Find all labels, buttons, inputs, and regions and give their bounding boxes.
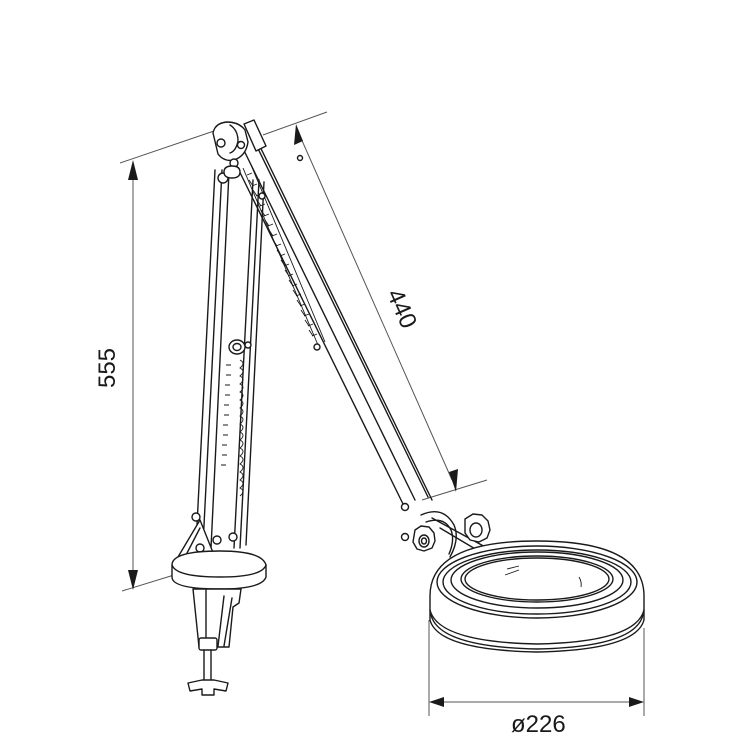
- dimension-diameter: [428, 620, 645, 716]
- dimension-label-height: 555: [94, 347, 122, 389]
- arrow-down-icon: [128, 570, 138, 590]
- arrow-right-icon: [629, 697, 644, 707]
- arrow-left-icon: [429, 697, 444, 707]
- lower-spring: [239, 359, 244, 497]
- lens-glint-icon: [504, 565, 520, 576]
- upper-arm: [223, 123, 433, 509]
- magnifier-head: [429, 540, 645, 653]
- top-hinge-joint: [212, 119, 267, 179]
- table-clamp: [187, 588, 242, 696]
- dimension-height: [119, 130, 215, 592]
- dimension-arm-length: [262, 111, 488, 501]
- dimension-label-diameter: ø226: [511, 711, 566, 738]
- arrow-up-icon: [294, 124, 303, 145]
- lower-arm: [195, 169, 266, 549]
- clamp-knob-icon[interactable]: [187, 679, 229, 696]
- arrow-down-icon: [449, 469, 458, 492]
- tilt-knob-right-icon[interactable]: [464, 513, 491, 543]
- base-mount: [171, 512, 267, 590]
- arrow-up-icon: [128, 160, 138, 180]
